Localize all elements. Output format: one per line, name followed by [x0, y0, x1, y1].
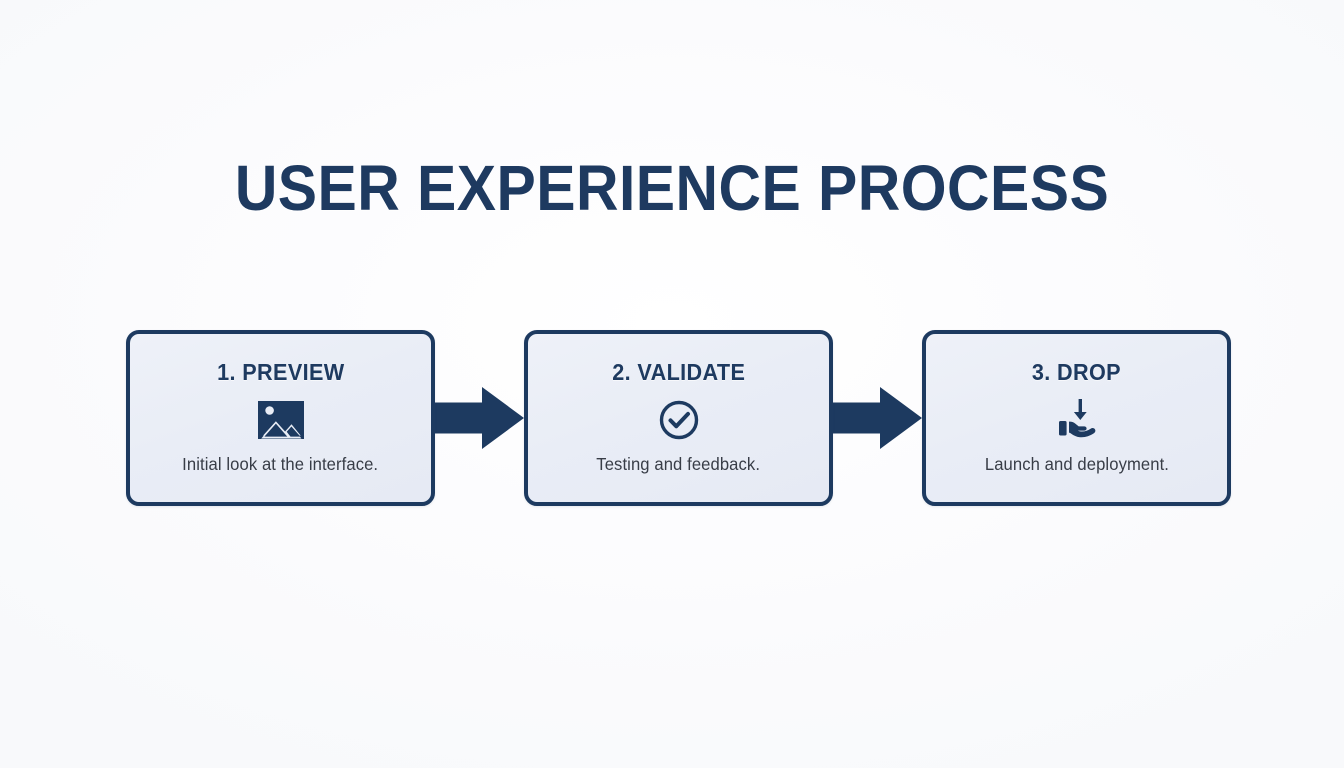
step-caption-1: Initial look at the interface.	[182, 454, 379, 474]
image-icon	[257, 398, 305, 442]
arrow-right-icon	[435, 382, 524, 454]
process-step-card-3[interactable]: 3. DROP Launch and deployment.	[922, 330, 1231, 506]
step-caption-2: Testing and feedback.	[596, 454, 761, 474]
step-title-3: 3. DROP	[1031, 359, 1122, 385]
hand-receive-drop-icon	[1053, 398, 1101, 442]
step-title-2: 2. VALIDATE	[611, 359, 746, 385]
page-title: USER EXPERIENCE PROCESS	[234, 152, 1110, 224]
process-step-card-1[interactable]: 1. PREVIEW Initial look at the interface…	[126, 330, 435, 506]
arrow-right-icon	[833, 382, 922, 454]
check-circle-icon	[655, 398, 703, 442]
step-caption-3: Launch and deployment.	[984, 454, 1169, 474]
step-title-1: 1. PREVIEW	[216, 359, 345, 385]
process-flow: 1. PREVIEW Initial look at the interface…	[126, 330, 1232, 506]
process-step-card-2[interactable]: 2. VALIDATE Testing and feedback.	[524, 330, 833, 506]
